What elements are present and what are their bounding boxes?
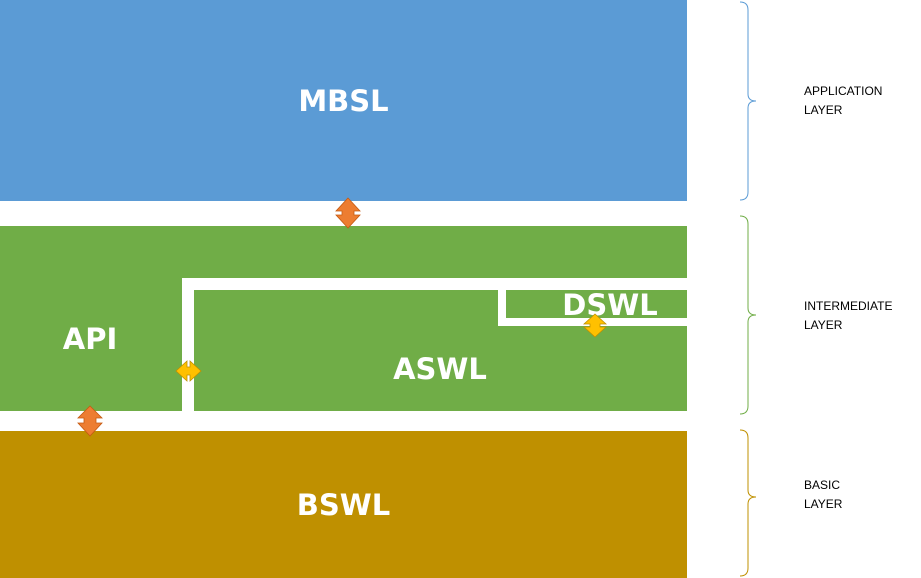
intermediate-block: API DSWL ASWL bbox=[0, 226, 687, 411]
intermediate-layer-label: INTERMEDIATE LAYER bbox=[804, 297, 892, 335]
aswl-label: ASWL bbox=[393, 352, 487, 386]
basic-layer-line1: BASIC bbox=[804, 478, 841, 492]
basic-layer-label: BASIC LAYER bbox=[804, 476, 842, 514]
application-layer-line2: LAYER bbox=[804, 103, 843, 117]
application-layer-label: APPLICATION LAYER bbox=[804, 82, 882, 120]
mbsl-block: MBSL bbox=[0, 0, 687, 201]
aswl-dswl-arrow bbox=[582, 313, 608, 338]
application-brace bbox=[739, 1, 757, 201]
bswl-block: BSWL bbox=[0, 431, 687, 578]
intermediate-layer-line1: INTERMEDIATE bbox=[804, 299, 893, 313]
intermediate-layer-line2: LAYER bbox=[804, 318, 843, 332]
mbsl-label: MBSL bbox=[298, 83, 389, 118]
intermediate-brace bbox=[739, 215, 757, 415]
api-label: API bbox=[62, 322, 118, 356]
dswl-label: DSWL bbox=[562, 288, 658, 322]
bswl-label: BSWL bbox=[296, 487, 391, 522]
api-bswl-arrow bbox=[77, 405, 103, 437]
basic-layer-line2: LAYER bbox=[804, 497, 843, 511]
mbsl-intermediate-arrow bbox=[335, 197, 361, 229]
basic-brace bbox=[739, 429, 757, 577]
api-aswl-arrow bbox=[175, 360, 202, 382]
application-layer-line1: APPLICATION bbox=[804, 84, 883, 98]
